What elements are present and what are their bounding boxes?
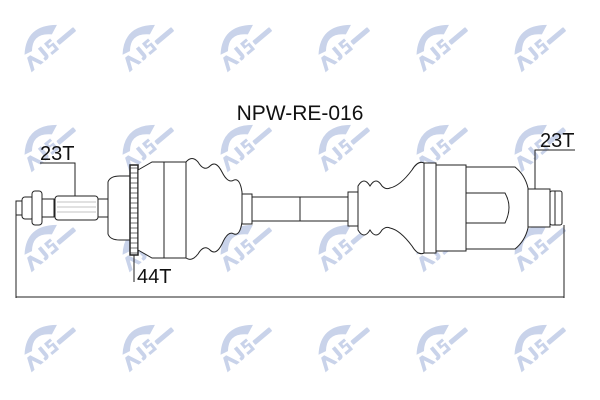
drive-shaft-drawing [15, 158, 563, 260]
ajs-parts-watermark-logo [416, 124, 468, 173]
inner-stub-end [549, 190, 563, 226]
ajs-parts-watermark-logo [514, 224, 566, 273]
spline-grooves [57, 201, 96, 213]
ajs-parts-watermark-logo [416, 324, 468, 373]
inner-boot [357, 161, 425, 255]
abs-ring-teeth-label: 44T [137, 266, 171, 288]
outer-boot-clamp [241, 193, 253, 225]
ajs-parts-watermark-logo [220, 224, 272, 273]
inner-spline-teeth-label: 23T [540, 130, 574, 152]
ajs-parts-watermark-logo [24, 224, 76, 273]
ajs-parts-watermark-logo [514, 24, 566, 73]
outer-spline [54, 195, 99, 221]
inner-housing-flange [423, 162, 437, 254]
ajs-parts-watermark-logo [24, 324, 76, 373]
inner-boot-clamp [347, 191, 359, 227]
inner-tripod-housing [465, 166, 529, 250]
ajs-parts-watermark-logo [318, 24, 370, 73]
ajs-parts-watermark-logo [24, 124, 76, 173]
outer-cv-housing [137, 161, 187, 259]
axle-nut [31, 190, 43, 226]
annotation-lines [15, 149, 575, 298]
ajs-parts-watermark-logo [514, 124, 566, 173]
shaft [251, 196, 351, 222]
ajs-parts-watermark-logo [220, 324, 272, 373]
ajs-parts-watermark-logo [24, 24, 76, 73]
ajs-parts-watermark-logo [318, 124, 370, 173]
ajs-parts-watermark-logo [514, 324, 566, 373]
abs-ring [129, 164, 139, 256]
ajs-parts-watermark-logo [122, 24, 174, 73]
tripod-outline [466, 192, 510, 224]
inner-housing-ring [435, 164, 467, 252]
inner-stub [527, 188, 551, 228]
ajs-parts-watermark-logo [220, 24, 272, 73]
abs-ring-teeth [130, 167, 138, 254]
part-number-title: NPW-RE-016 [237, 102, 364, 125]
ajs-parts-watermark-logo [220, 124, 272, 173]
outer-spline-teeth-label: 23T [40, 143, 74, 165]
ajs-parts-watermark-logo [122, 324, 174, 373]
outer-boot [185, 158, 243, 260]
ajs-parts-watermark-logo [416, 24, 468, 73]
outer-neck [41, 198, 55, 218]
outer-joint-neck [97, 198, 109, 218]
ajs-parts-watermark-logo [318, 324, 370, 373]
outer-cv-joint [107, 175, 133, 241]
